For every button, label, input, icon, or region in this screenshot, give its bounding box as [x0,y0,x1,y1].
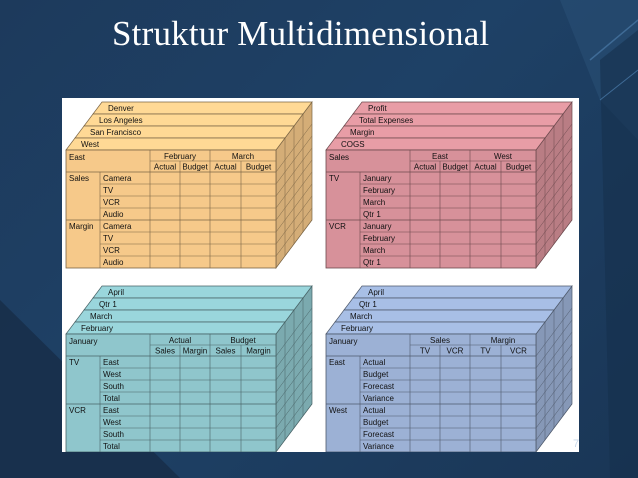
row-label: Actual [363,358,385,367]
row-label: Audio [103,258,124,267]
column-group-label: Margin [491,336,515,345]
cube-front-face [325,333,537,453]
row-label: February [363,186,395,195]
column-sub-label: Budget [442,163,468,172]
row-label: South [103,382,124,391]
corner-label: East [69,153,86,162]
column-sub-label: Actual [414,163,436,172]
layer-label: April [108,288,124,297]
row-label: February [363,234,395,243]
column-sub-label: TV [420,347,431,356]
row-label: VCR [103,246,120,255]
row-label: March [363,246,385,255]
row-label: TV [103,234,114,243]
row-group-label: West [329,406,348,415]
layer-label: April [368,288,384,297]
row-label: VCR [103,198,120,207]
layer-label: February [341,324,373,333]
layer-label: Qtr 1 [359,300,377,309]
layer-strip [343,297,564,311]
row-label: Total [103,442,120,451]
row-group-label: VCR [69,406,86,415]
corner-label: January [69,337,97,346]
row-label: Variance [363,442,395,451]
row-group-label: TV [69,358,80,367]
column-sub-label: Actual [474,163,496,172]
row-label: East [103,406,120,415]
row-label: Total [103,394,120,403]
row-label: West [103,418,122,427]
layer-label: West [81,140,100,149]
column-sub-label: Actual [154,163,176,172]
row-label: TV [103,186,114,195]
layer-label: COGS [341,140,365,149]
row-label: Audio [103,210,124,219]
layer-label: Total Expenses [359,116,413,125]
column-sub-label: Budget [182,163,208,172]
layer-strip [83,297,304,311]
row-label: East [103,358,120,367]
layer-label: March [350,312,372,321]
corner-label: January [329,337,357,346]
row-label: Budget [363,370,389,379]
corner-label: Sales [329,153,349,162]
row-label: Budget [363,418,389,427]
row-label: Forecast [363,430,395,439]
column-sub-label: Margin [246,347,270,356]
column-group-label: February [164,152,196,161]
column-group-label: March [232,152,254,161]
row-group-label: TV [329,174,340,183]
column-group-label: Actual [169,336,191,345]
column-sub-label: VCR [447,347,464,356]
row-group-label: Margin [69,222,93,231]
row-group-label: VCR [329,222,346,231]
row-label: South [103,430,124,439]
page-number: 7 [573,438,580,450]
row-label: March [363,198,385,207]
layer-label: Margin [350,128,374,137]
column-sub-label: VCR [510,347,527,356]
column-sub-label: Actual [214,163,236,172]
column-sub-label: Margin [183,347,207,356]
row-label: West [103,370,122,379]
layer-label: San Francisco [90,128,142,137]
column-group-label: Budget [230,336,256,345]
row-label: January [363,174,391,183]
row-label: Qtr 1 [363,210,381,219]
column-sub-label: TV [480,347,491,356]
column-group-label: Sales [430,336,450,345]
row-label: Actual [363,406,385,415]
column-sub-label: Sales [215,347,235,356]
column-group-label: West [494,152,513,161]
layer-label: Profit [368,104,387,113]
layer-label: February [81,324,113,333]
layer-strip [352,285,573,299]
layer-strip [92,285,313,299]
row-label: Camera [103,222,132,231]
column-group-label: East [432,152,449,161]
column-sub-label: Sales [155,347,175,356]
layer-label: Qtr 1 [99,300,117,309]
row-group-label: Sales [69,174,89,183]
row-label: Camera [103,174,132,183]
row-group-label: East [329,358,346,367]
layer-label: March [90,312,112,321]
row-label: January [363,222,391,231]
column-sub-label: Budget [506,163,532,172]
row-label: Qtr 1 [363,258,381,267]
layer-label: Los Angeles [99,116,143,125]
row-label: Variance [363,394,395,403]
column-sub-label: Budget [246,163,272,172]
layer-label: Denver [108,104,134,113]
row-label: Forecast [363,382,395,391]
slide-title: Struktur Multidimensional [112,14,490,53]
